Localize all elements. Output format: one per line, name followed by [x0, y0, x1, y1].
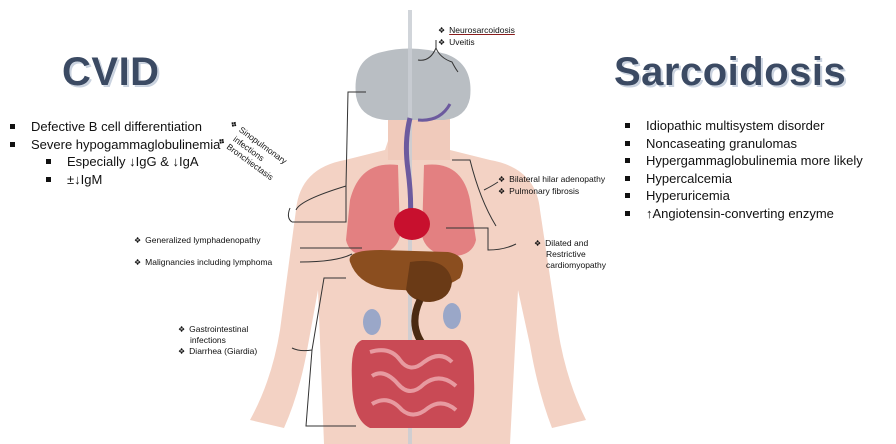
diamond-bullet-icon: ❖: [438, 26, 445, 35]
heart: [394, 208, 430, 240]
list-item: Noncaseating granulomas: [624, 135, 863, 153]
annotation-hilar-adenopathy: ❖Bilateral hilar adenopathy: [498, 174, 605, 185]
intestines: [352, 340, 475, 428]
list-item: ↑Angiotensin-converting enzyme: [624, 205, 863, 223]
diamond-bullet-icon: ❖: [438, 38, 445, 47]
cvid-title: CVID: [62, 50, 160, 95]
diamond-bullet-icon: ❖: [498, 175, 505, 184]
annotation-lymphadenopathy: ❖Generalized lymphadenopathy: [134, 235, 260, 246]
list-item: Defective B cell differentiation: [9, 118, 220, 136]
list-item: Hypercalcemia: [624, 170, 863, 188]
annotation-cardiomyopathy: ❖Dilated and Restrictive cardiomyopathy: [534, 238, 606, 271]
annotation-gi-infections: ❖Gastrointestinal infections ❖Diarrhea (…: [178, 324, 257, 357]
list-item: Hyperuricemia: [624, 187, 863, 205]
diamond-bullet-icon: ❖: [534, 239, 541, 248]
diamond-bullet-icon: ❖: [178, 325, 185, 334]
head: [356, 48, 471, 120]
annotation-malignancies: ❖Malignancies including lymphoma: [134, 257, 272, 268]
list-subitem: Especially ↓IgG & ↓IgA: [9, 153, 220, 171]
annotation-neurosarcoidosis: ❖Neurosarcoidosis: [438, 25, 515, 36]
sarcoidosis-title: Sarcoidosis: [614, 50, 846, 95]
list-subitem: ±↓IgM: [9, 171, 220, 189]
diamond-bullet-icon: ❖: [498, 187, 505, 196]
list-item: Idiopathic multisystem disorder: [624, 117, 863, 135]
left-kidney: [363, 309, 381, 335]
diamond-bullet-icon: ❖: [134, 236, 141, 245]
sarcoidosis-list: Idiopathic multisystem disorder Noncasea…: [624, 117, 863, 222]
diamond-bullet-icon: ❖: [134, 258, 141, 267]
right-kidney: [443, 303, 461, 329]
annotation-uveitis: ❖Uveitis: [438, 37, 475, 48]
diamond-bullet-icon: ❖: [178, 347, 185, 356]
list-item: Severe hypogammaglobulinemia: [9, 136, 220, 154]
list-item: Hypergammaglobulinemia more likely: [624, 152, 863, 170]
cvid-list: Defective B cell differentiation Severe …: [9, 118, 220, 188]
annotation-pulmonary-fibrosis: ❖Pulmonary fibrosis: [498, 186, 579, 197]
